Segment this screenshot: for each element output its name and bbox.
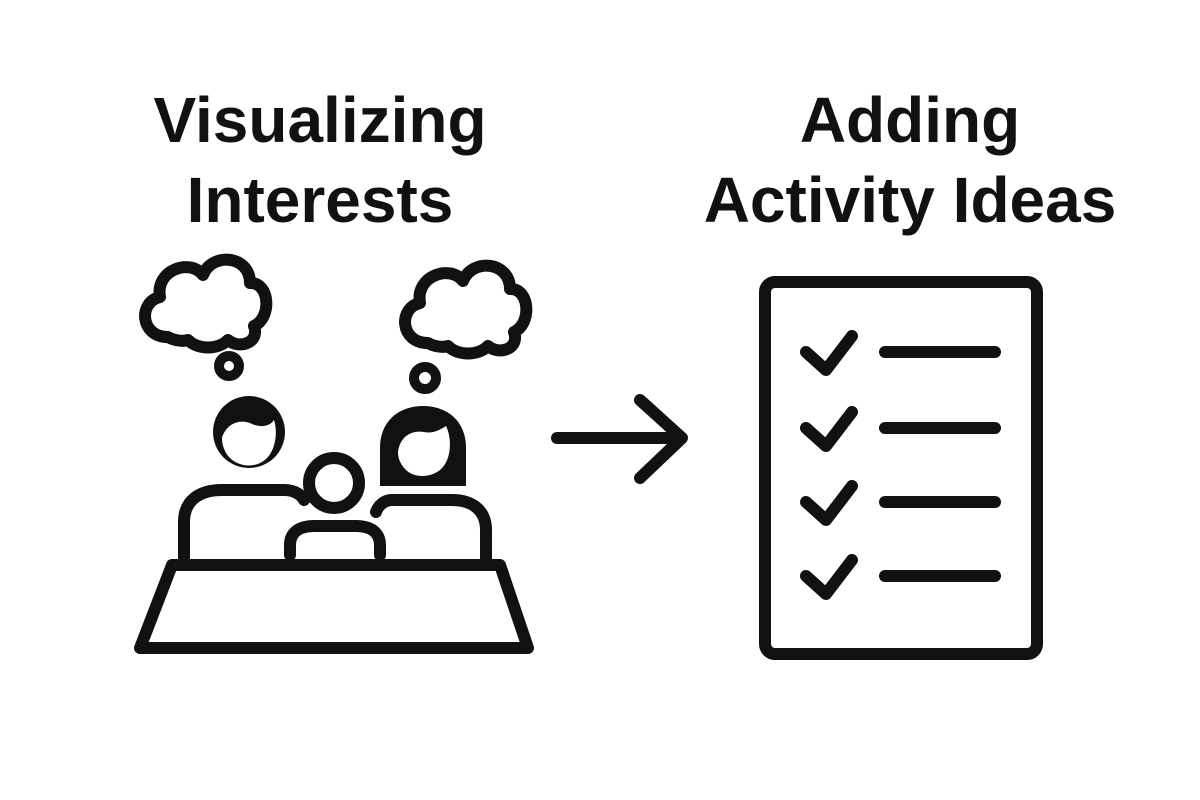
checklist-item: [800, 480, 1001, 526]
checkmark-icon: [800, 406, 858, 452]
adult-body-icon: [178, 484, 310, 566]
checkmark-icon: [800, 480, 858, 526]
step-2-title-line2: Activity Ideas: [703, 164, 1117, 236]
step-1-title: Visualizing Interests: [95, 80, 545, 240]
adult-body-icon: [370, 494, 492, 566]
child-body-icon: [284, 520, 386, 561]
family-thinking-icon: [134, 253, 534, 654]
step-1-title-line2: Interests: [186, 164, 454, 236]
checklist-item: [800, 554, 1001, 600]
step-2-title-line1: Adding: [799, 84, 1021, 156]
adult-head-icon: [213, 396, 285, 468]
checkmark-icon: [800, 330, 858, 376]
checklist-item: [800, 406, 1001, 452]
checklist-item: [800, 330, 1001, 376]
step-1-title-line1: Visualizing: [153, 84, 487, 156]
child-head-icon: [303, 452, 365, 514]
arrow-right-icon: [551, 394, 688, 484]
checklist-icon: [759, 276, 1043, 660]
adult-head-long-hair-icon: [380, 406, 466, 486]
table-icon: [134, 559, 534, 654]
checkmark-icon: [800, 554, 858, 600]
thought-cloud-icon: [139, 253, 273, 381]
thought-cloud-icon: [399, 259, 533, 394]
step-2-title: Adding Activity Ideas: [640, 80, 1180, 240]
